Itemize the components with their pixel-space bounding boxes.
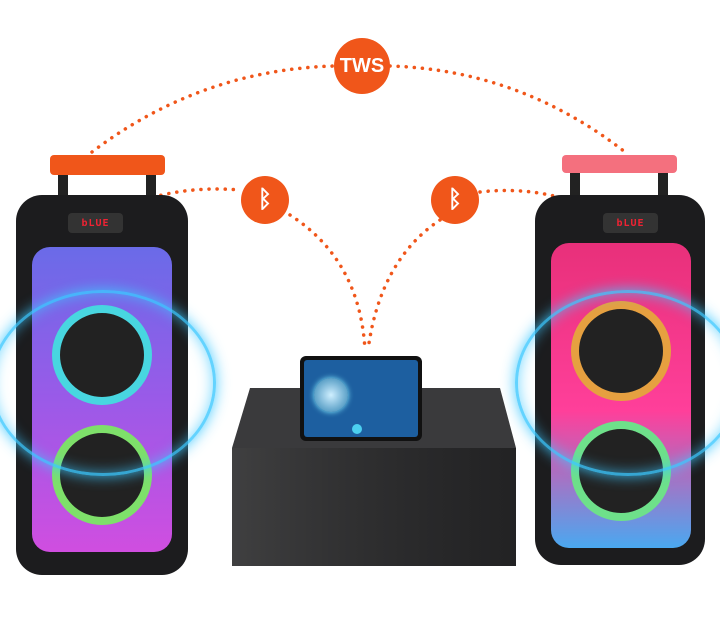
left-speaker-handle (50, 155, 165, 175)
sound-wave (515, 290, 720, 476)
handle-post (58, 175, 68, 200)
handle-post (570, 173, 580, 198)
tws-link-left (90, 64, 336, 154)
handle-post (658, 173, 668, 198)
play-button (352, 424, 362, 434)
album-art (314, 378, 348, 412)
speaker-display: bLUE (68, 213, 123, 233)
bluetooth-icon: ᛒ (431, 176, 479, 224)
bt-link-right-tablet (366, 218, 442, 352)
speaker-display: bLUE (603, 213, 658, 233)
tablet (300, 356, 422, 441)
sound-wave (0, 290, 216, 476)
bluetooth-icon: ᛒ (241, 176, 289, 224)
tws-badge: TWS (334, 38, 390, 94)
tablet-screen (304, 360, 418, 437)
handle-post (146, 175, 156, 200)
right-speaker-handle (562, 155, 677, 173)
tws-link-right (388, 64, 627, 154)
